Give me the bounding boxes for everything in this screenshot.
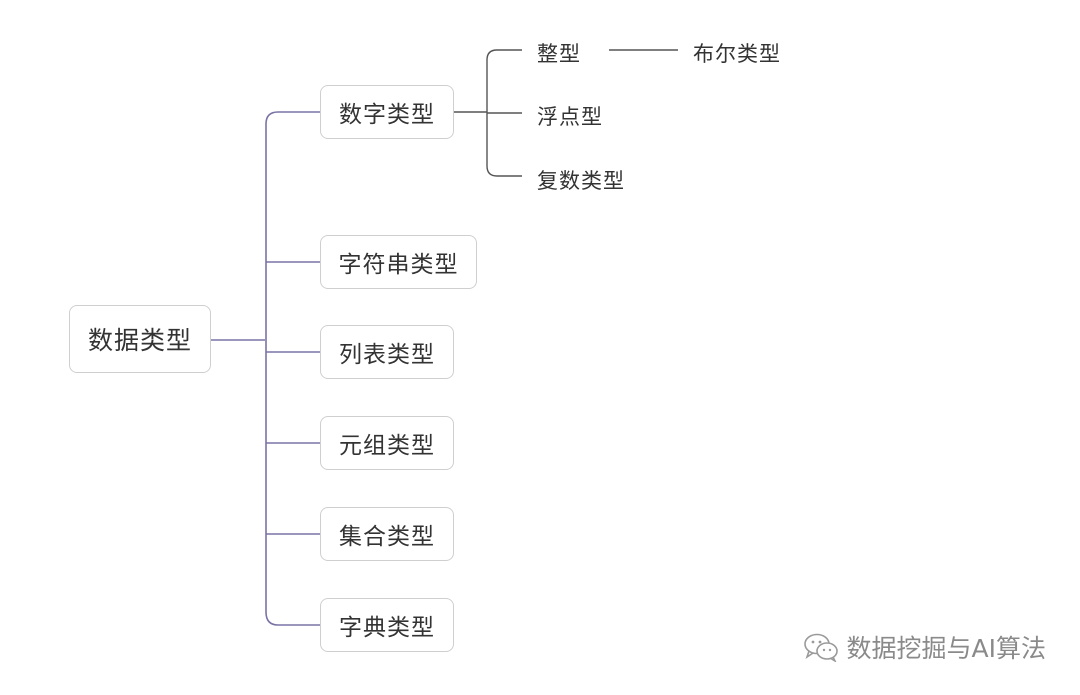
trunk-line: [265, 111, 320, 626]
wechat-icon: [803, 633, 838, 662]
subtype-bool: 布尔类型: [693, 42, 781, 66]
category-tuple: 元组类型: [320, 416, 454, 470]
subtype-float: 浮点型: [537, 105, 603, 129]
watermark-text: 数据挖掘与AI算法: [846, 634, 1046, 663]
watermark: 数据挖掘与AI算法: [803, 629, 1046, 665]
category-list: 列表类型: [320, 325, 454, 379]
root-node: 数据类型: [69, 305, 211, 373]
subtype-complex: 复数类型: [537, 169, 625, 193]
category-number: 数字类型: [320, 85, 454, 139]
subtype-int: 整型: [537, 42, 581, 66]
category-dict: 字典类型: [320, 598, 454, 652]
category-set: 集合类型: [320, 507, 454, 561]
category-string: 字符串类型: [320, 235, 477, 289]
